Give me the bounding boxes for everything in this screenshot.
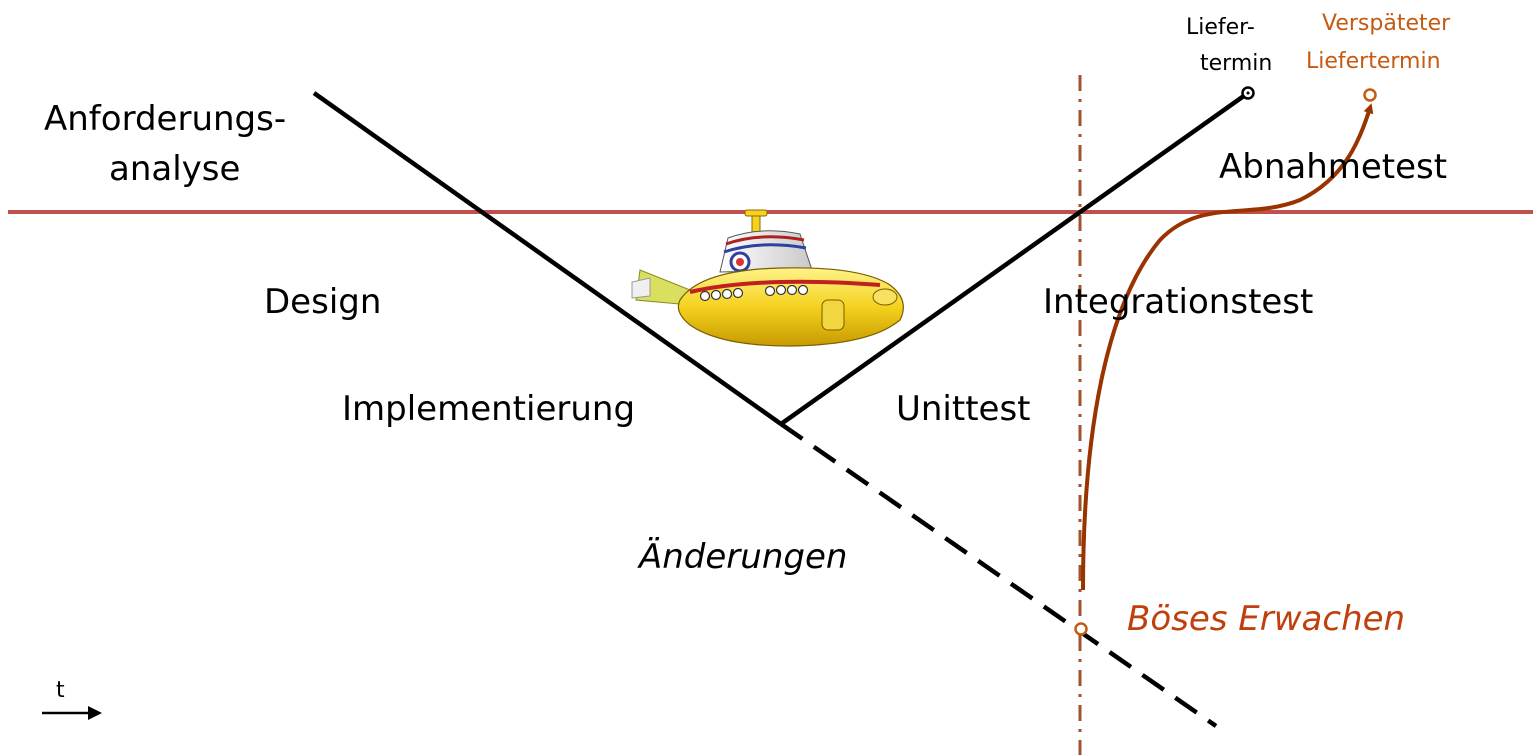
label-abnahmetest: Abnahmetest: [1219, 147, 1447, 187]
boeses-erwachen-marker: [1074, 622, 1088, 636]
late-deadline-marker: [1363, 88, 1377, 102]
late-delivery-curve: [1081, 103, 1374, 591]
label-liefertermin: Liefertermin: [1306, 49, 1441, 74]
label-analyse: analyse: [109, 149, 240, 189]
label-aenderungen: Änderungen: [637, 537, 847, 577]
label-liefer: Liefer-: [1186, 15, 1255, 40]
label-integrationstest: Integrationstest: [1043, 282, 1313, 322]
label-termin: termin: [1200, 51, 1272, 76]
v-right-line: [779, 91, 1250, 426]
label-unittest: Unittest: [896, 389, 1031, 429]
label-verspaeteter: Verspäteter: [1322, 11, 1451, 36]
changes-dashed-line: [779, 422, 1218, 728]
label-anforderungs: Anforderungs-: [44, 99, 286, 139]
v-left-line: [312, 91, 783, 426]
time-axis-arrowhead: [88, 706, 102, 720]
label-boeses-erwachen: Böses Erwachen: [1127, 599, 1405, 639]
label-time-axis: t: [56, 678, 65, 703]
label-design: Design: [264, 282, 381, 322]
deadline-marker-dot: [1246, 91, 1250, 95]
label-implementierung: Implementierung: [342, 389, 635, 429]
submarine-icon: [631, 209, 904, 347]
